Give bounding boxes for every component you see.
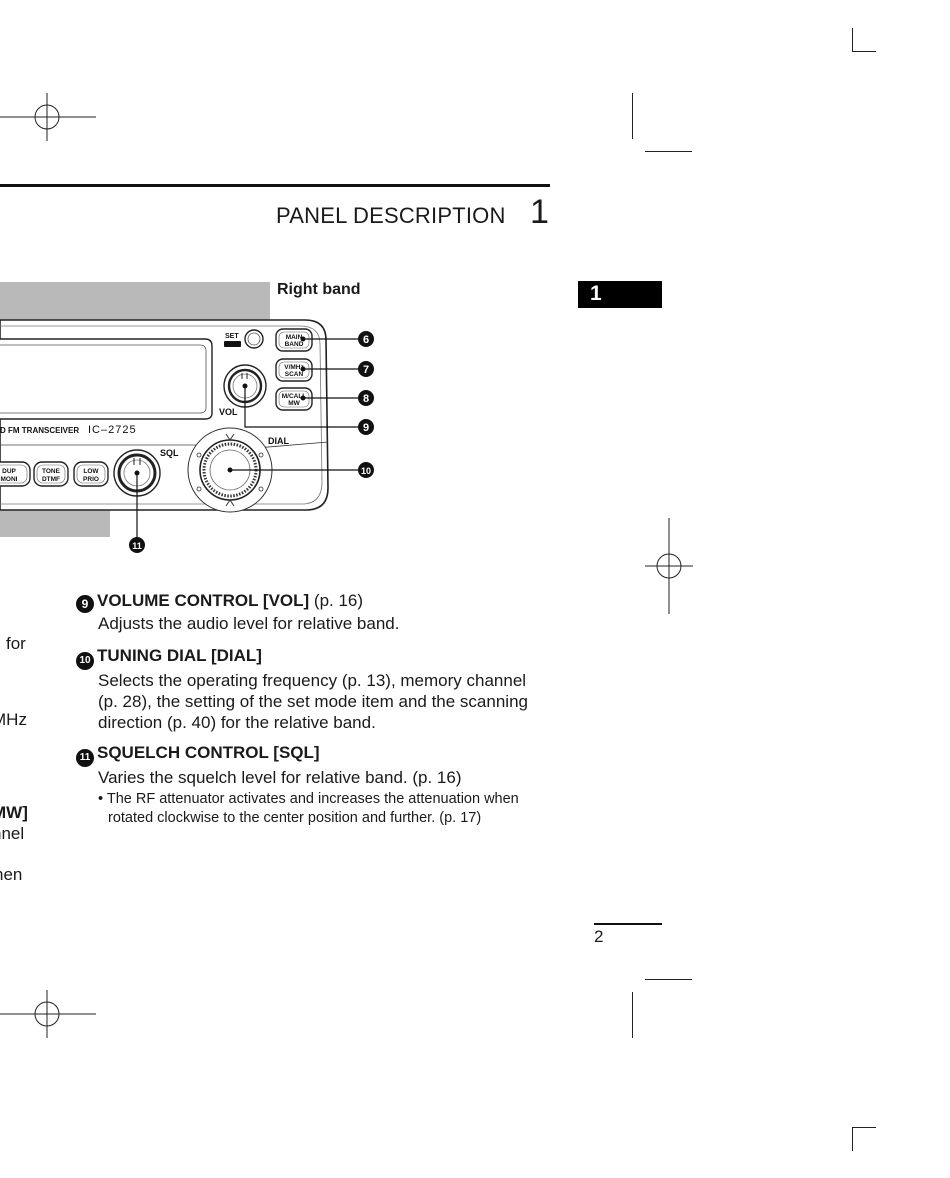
- svg-text:PRIO: PRIO: [83, 476, 99, 483]
- chapter-tab-label: 1: [590, 282, 602, 305]
- vmhz-scan-key: V/MHz SCAN: [275, 358, 313, 382]
- crop-mark-bottom-right-h: [852, 1127, 876, 1128]
- crop-mark-top-right-v: [852, 28, 853, 52]
- vol-label: VOL: [219, 407, 238, 417]
- crop-mark-upper-v: [632, 93, 633, 139]
- dup-moni-key: DUP MONI: [0, 461, 31, 487]
- left-text-fragment: MW]: [0, 803, 28, 822]
- page-number-rule: [594, 923, 662, 925]
- tone-dtmf-key: TONE DTMF: [33, 461, 69, 487]
- set-label: SET: [225, 333, 239, 340]
- section-body-line: Selects the operating frequency (p. 13),…: [98, 671, 527, 690]
- section-marker: 11: [76, 749, 94, 767]
- registration-mark-top-left: [0, 93, 96, 141]
- display-window: [0, 338, 213, 420]
- svg-text:MW: MW: [288, 400, 300, 407]
- registration-mark-bottom-left: [0, 990, 96, 1038]
- callout-8: 8: [358, 390, 374, 406]
- crop-mark-lower-h: [645, 979, 692, 980]
- svg-text:V/MHz: V/MHz: [284, 364, 304, 371]
- callout-10: 10: [358, 462, 374, 478]
- section-body-line: Varies the squelch level for relative ba…: [98, 768, 462, 787]
- svg-text:SCAN: SCAN: [285, 371, 304, 378]
- model-label: IC–2725: [88, 424, 137, 436]
- section-ref: (p. 16): [309, 591, 364, 610]
- low-prio-key: LOW PRIO: [73, 461, 109, 487]
- svg-text:7: 7: [363, 364, 369, 376]
- header-rule: [0, 184, 550, 187]
- front-panel-figure: D FM TRANSCEIVER IC–2725 SET MAIN BAND V…: [0, 282, 374, 553]
- sql-label: SQL: [160, 448, 179, 458]
- svg-text:DTMF: DTMF: [42, 476, 60, 483]
- section-body-line: Adjusts the audio level for relative ban…: [98, 614, 400, 633]
- mcall-mw-key: M/CALL MW: [275, 387, 313, 411]
- callout-11: 11: [129, 537, 145, 553]
- bullet-line: rotated clockwise to the center position…: [108, 810, 482, 826]
- main-band-key: MAIN BAND: [275, 328, 313, 352]
- callout-6: 6: [358, 331, 374, 347]
- section-bullet: • The RF attenuator activates and increa…: [98, 790, 552, 828]
- svg-text:MONI: MONI: [1, 476, 18, 483]
- key-icon: [224, 341, 241, 347]
- svg-text:M/CALL: M/CALL: [282, 393, 307, 400]
- section-body-line: (p. 28), the setting of the set mode ite…: [98, 692, 528, 711]
- section-title: VOLUME CONTROL [VOL]: [97, 591, 310, 610]
- section-title: TUNING DIAL [DIAL]: [97, 646, 262, 665]
- svg-text:DUP: DUP: [2, 468, 16, 475]
- crop-mark-lower-v: [632, 992, 633, 1038]
- page-number: 2: [594, 927, 604, 946]
- callout-9: 9: [358, 419, 374, 435]
- section-title: SQUELCH CONTROL [SQL]: [97, 743, 320, 762]
- figure-band-label: Right band: [277, 281, 361, 298]
- crop-mark-bottom-right-v: [852, 1127, 853, 1151]
- transceiver-label: D FM TRANSCEIVER: [0, 426, 79, 435]
- dial-label: DIAL: [268, 436, 289, 446]
- svg-text:6: 6: [363, 334, 369, 346]
- section-body-line: direction (p. 40) for the relative band.: [98, 713, 376, 732]
- bullet-line: • The RF attenuator activates and increa…: [98, 791, 519, 807]
- svg-text:LOW: LOW: [83, 468, 99, 475]
- svg-text:11: 11: [132, 541, 142, 551]
- svg-text:8: 8: [363, 393, 369, 405]
- section-marker: 9: [76, 595, 94, 613]
- left-text-fragment: nnel: [0, 824, 25, 843]
- svg-text:9: 9: [363, 422, 369, 434]
- registration-mark-right: [645, 518, 693, 614]
- svg-text:MAIN: MAIN: [286, 334, 303, 341]
- chapter-tab: 1: [578, 281, 662, 308]
- left-text-fragment: MHz: [0, 710, 27, 729]
- crop-mark-top-right-h: [852, 51, 876, 52]
- svg-text:TONE: TONE: [42, 468, 61, 475]
- chapter-number: 1: [530, 193, 549, 231]
- section-marker: 10: [76, 652, 94, 670]
- svg-text:10: 10: [361, 466, 371, 476]
- left-text-fragment: hen: [0, 865, 23, 884]
- page-header-title: PANEL DESCRIPTION: [276, 203, 506, 228]
- left-text-fragment: for: [6, 634, 26, 653]
- callout-7: 7: [358, 361, 374, 377]
- svg-text:BAND: BAND: [285, 341, 304, 348]
- crop-mark-upper-h: [645, 151, 692, 152]
